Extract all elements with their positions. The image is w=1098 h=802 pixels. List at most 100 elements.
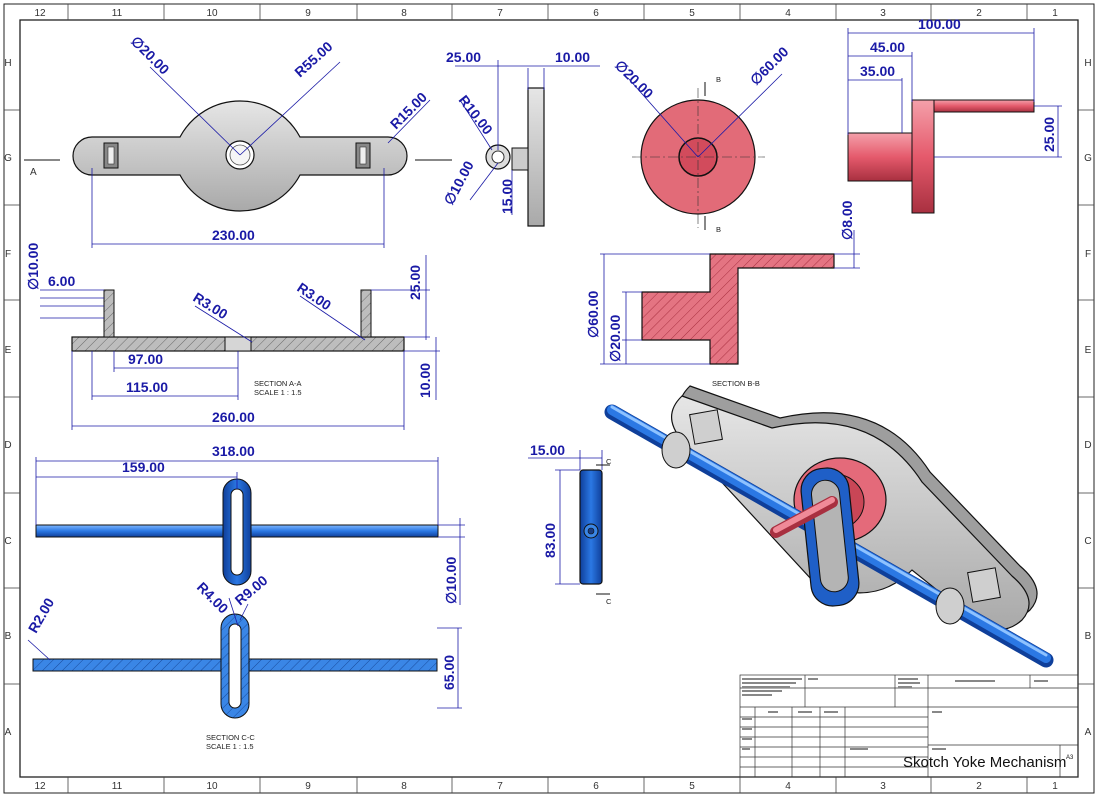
svg-text:7: 7	[497, 781, 503, 792]
svg-text:7: 7	[497, 8, 503, 19]
svg-text:D: D	[4, 440, 11, 451]
crank-offset-dim: 25.00	[1041, 117, 1057, 152]
yoke-total-length-dim: 318.00	[212, 443, 255, 459]
side-width-dim: 25.00	[446, 49, 481, 65]
drawing-title: Skotch Yoke Mechanism	[903, 754, 1066, 771]
crank-outer-diameter-dim: ∅60.00	[747, 43, 792, 88]
svg-text:4: 4	[785, 781, 791, 792]
section-aa-view	[40, 255, 440, 430]
svg-text:E: E	[1085, 345, 1092, 356]
section-cc-scale: SCALE 1 : 1.5	[206, 742, 254, 751]
section-bb-view	[600, 230, 860, 365]
title-block-cell-marks	[742, 678, 1048, 750]
section-cc-title: SECTION C-C	[206, 733, 255, 742]
svg-text:D: D	[1084, 440, 1091, 451]
side-boss-radius-dim: R10.00	[456, 92, 497, 138]
aa-97-dim: 97.00	[128, 351, 163, 367]
crank-35-dim: 35.00	[860, 63, 895, 79]
svg-text:9: 9	[305, 781, 311, 792]
aa-left-radius-dim: R3.00	[190, 289, 230, 322]
svg-text:F: F	[5, 249, 11, 260]
bb-outer-diameter-dim: ∅60.00	[585, 291, 601, 338]
svg-text:10: 10	[206, 781, 218, 792]
outer-border	[3, 3, 1095, 794]
svg-text:5: 5	[689, 781, 695, 792]
aa-115-dim: 115.00	[126, 379, 168, 395]
svg-text:3: 3	[880, 781, 886, 792]
section-aa-scale: SCALE 1 : 1.5	[254, 388, 302, 397]
aa-hole-diameter-dim: ∅10.00	[25, 243, 41, 290]
yoke-rod-diameter-dim: ∅10.00	[443, 557, 459, 604]
plate-hole-diameter-dim: ∅20.00	[128, 33, 173, 78]
section-cc-view	[27, 597, 462, 719]
yoke-front-view	[35, 457, 465, 605]
yoke-side-view	[528, 450, 610, 595]
section-b-marker-bottom: B	[716, 225, 721, 234]
aa-right-radius-dim: R3.00	[294, 279, 334, 313]
svg-text:6: 6	[593, 8, 599, 19]
svg-text:H: H	[4, 58, 11, 69]
bb-pin-diameter-dim: ∅8.00	[839, 200, 855, 240]
isometric-assembly-view	[604, 385, 1054, 668]
aa-thickness-dim: 10.00	[417, 363, 433, 398]
section-b-marker-top: B	[716, 75, 721, 84]
crank-45-dim: 45.00	[870, 39, 905, 55]
svg-text:1: 1	[1052, 781, 1058, 792]
svg-text:H: H	[1084, 58, 1091, 69]
bb-inner-diameter-dim: ∅20.00	[607, 315, 623, 362]
svg-text:8: 8	[401, 781, 407, 792]
svg-text:11: 11	[112, 781, 123, 792]
section-a-marker: A	[30, 167, 37, 178]
title-block	[739, 674, 1079, 778]
cc-end-radius-dim: R2.00	[25, 595, 58, 636]
svg-text:10: 10	[206, 8, 218, 19]
svg-text:5: 5	[689, 8, 695, 19]
cc-inner-radius-dim: R4.00	[194, 579, 232, 617]
aa-total-dim: 260.00	[212, 409, 255, 425]
svg-text:E: E	[5, 345, 12, 356]
side-height-dim: 15.00	[499, 179, 515, 214]
svg-text:4: 4	[785, 8, 791, 19]
yoke-side-height-dim: 83.00	[542, 523, 558, 558]
svg-text:A: A	[5, 727, 12, 738]
svg-text:A: A	[1085, 727, 1092, 738]
plate-disc-radius-dim: R55.00	[291, 38, 335, 80]
side-thickness-dim: 10.00	[555, 49, 590, 65]
side-pin-diameter-dim: ∅10.00	[441, 158, 477, 207]
section-c-marker-top: C	[606, 457, 612, 466]
svg-text:2: 2	[976, 781, 982, 792]
yoke-side-width-dim: 15.00	[530, 442, 565, 458]
svg-text:B: B	[5, 631, 12, 642]
crank-front-view	[627, 73, 783, 230]
plate-side-view	[455, 60, 600, 227]
plate-front-view	[24, 61, 452, 248]
svg-text:12: 12	[34, 781, 46, 792]
cc-height-dim: 65.00	[441, 655, 457, 690]
crank-total-length-dim: 100.00	[918, 16, 961, 32]
svg-text:C: C	[4, 536, 11, 547]
svg-text:9: 9	[305, 8, 311, 19]
inner-border	[19, 19, 1079, 778]
svg-text:B: B	[1085, 631, 1092, 642]
section-aa-title: SECTION A-A	[254, 379, 302, 388]
svg-text:11: 11	[112, 8, 123, 19]
svg-text:2: 2	[976, 8, 982, 19]
svg-text:G: G	[1084, 153, 1092, 164]
section-bb-title: SECTION B-B	[712, 379, 760, 388]
svg-text:3: 3	[880, 8, 886, 19]
crank-side-view	[847, 28, 1062, 214]
svg-text:G: G	[4, 153, 12, 164]
section-c-marker-bottom: C	[606, 597, 612, 606]
svg-text:C: C	[1084, 536, 1091, 547]
svg-text:6: 6	[593, 781, 599, 792]
plate-length-dim: 230.00	[212, 227, 255, 243]
aa-height-dim: 25.00	[407, 265, 423, 300]
plate-end-radius-dim: R15.00	[387, 89, 430, 132]
zone-ticks	[4, 4, 1094, 793]
svg-text:8: 8	[401, 8, 407, 19]
aa-gap-dim: 6.00	[48, 273, 75, 289]
svg-text:12: 12	[34, 8, 46, 19]
svg-text:1: 1	[1052, 8, 1058, 19]
